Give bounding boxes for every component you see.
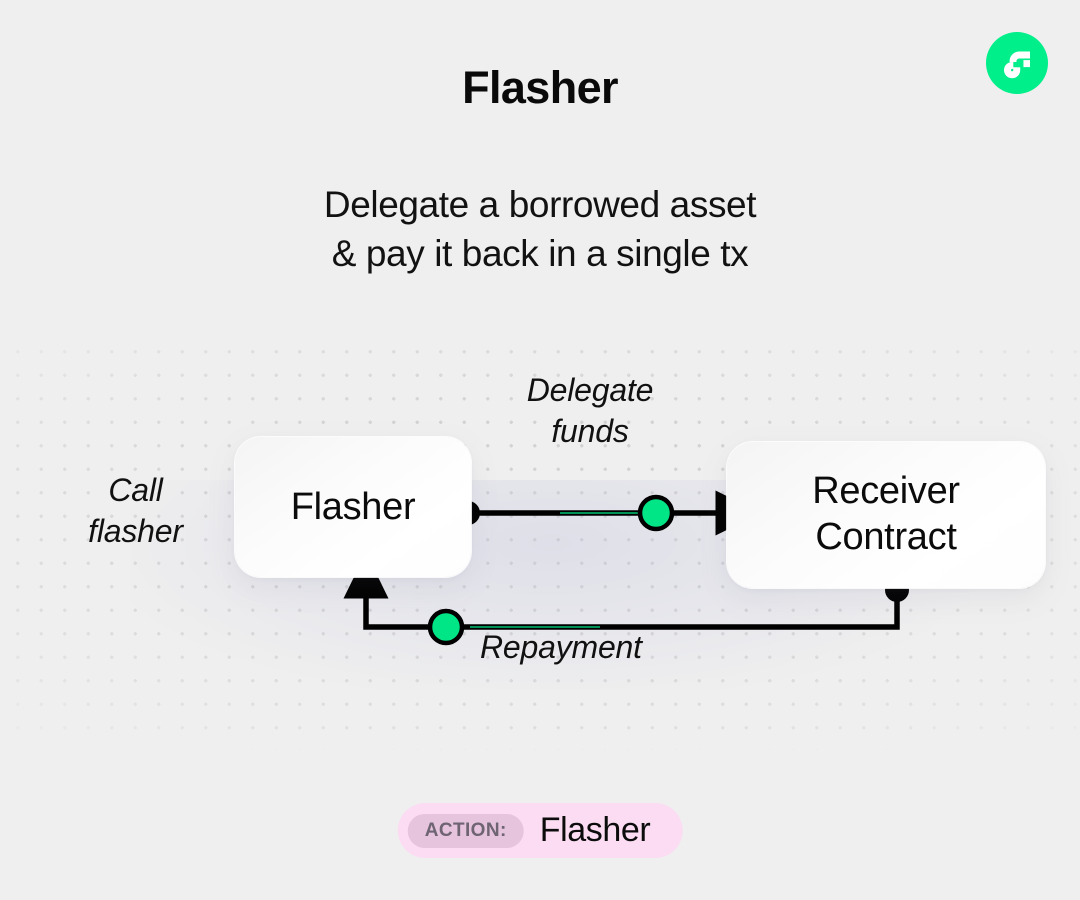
node-flasher[interactable]: Flasher xyxy=(235,437,471,577)
edge-delegate-funds xyxy=(456,490,762,536)
annotation-call-line-2: flasher xyxy=(88,512,183,549)
flow-logo-icon xyxy=(986,32,1048,94)
annotation-delegate-line-1: Delegate xyxy=(526,372,654,408)
subtitle-line-1: Delegate a borrowed asset xyxy=(323,184,757,225)
node-receiver-label-line-2: Contract xyxy=(815,516,957,558)
action-badge-label: ACTION: xyxy=(407,813,524,848)
annotation-call-line-1: Call xyxy=(108,472,163,508)
subtitle-line-2: & pay it back in a single tx xyxy=(331,233,749,275)
brand-logo[interactable] xyxy=(986,32,1048,94)
node-receiver-label-line-1: Receiver xyxy=(812,470,960,513)
action-badge[interactable]: ACTION: Flasher xyxy=(397,803,683,858)
edge-accent-node xyxy=(427,608,465,646)
flow-diagram: Flasher Receiver Contract Call flasher D… xyxy=(0,330,1080,750)
page-title: Flasher xyxy=(462,62,618,113)
node-flasher-label: Flasher xyxy=(290,485,416,528)
action-badge-value: Flasher xyxy=(539,811,651,849)
node-receiver-contract[interactable]: Receiver Contract xyxy=(727,442,1045,588)
annotation-call-flasher: Call flasher xyxy=(48,470,223,552)
annotation-delegate-funds: Delegate funds xyxy=(470,370,710,452)
annotation-repayment: Repayment xyxy=(480,627,720,668)
annotation-delegate-line-2: funds xyxy=(551,412,629,449)
annotation-repayment-line-1: Repayment xyxy=(480,629,642,665)
page-subtitle: Delegate a borrowed asset & pay it back … xyxy=(0,180,1080,278)
diagram-edges xyxy=(343,490,909,646)
edge-accent-node xyxy=(637,494,675,532)
